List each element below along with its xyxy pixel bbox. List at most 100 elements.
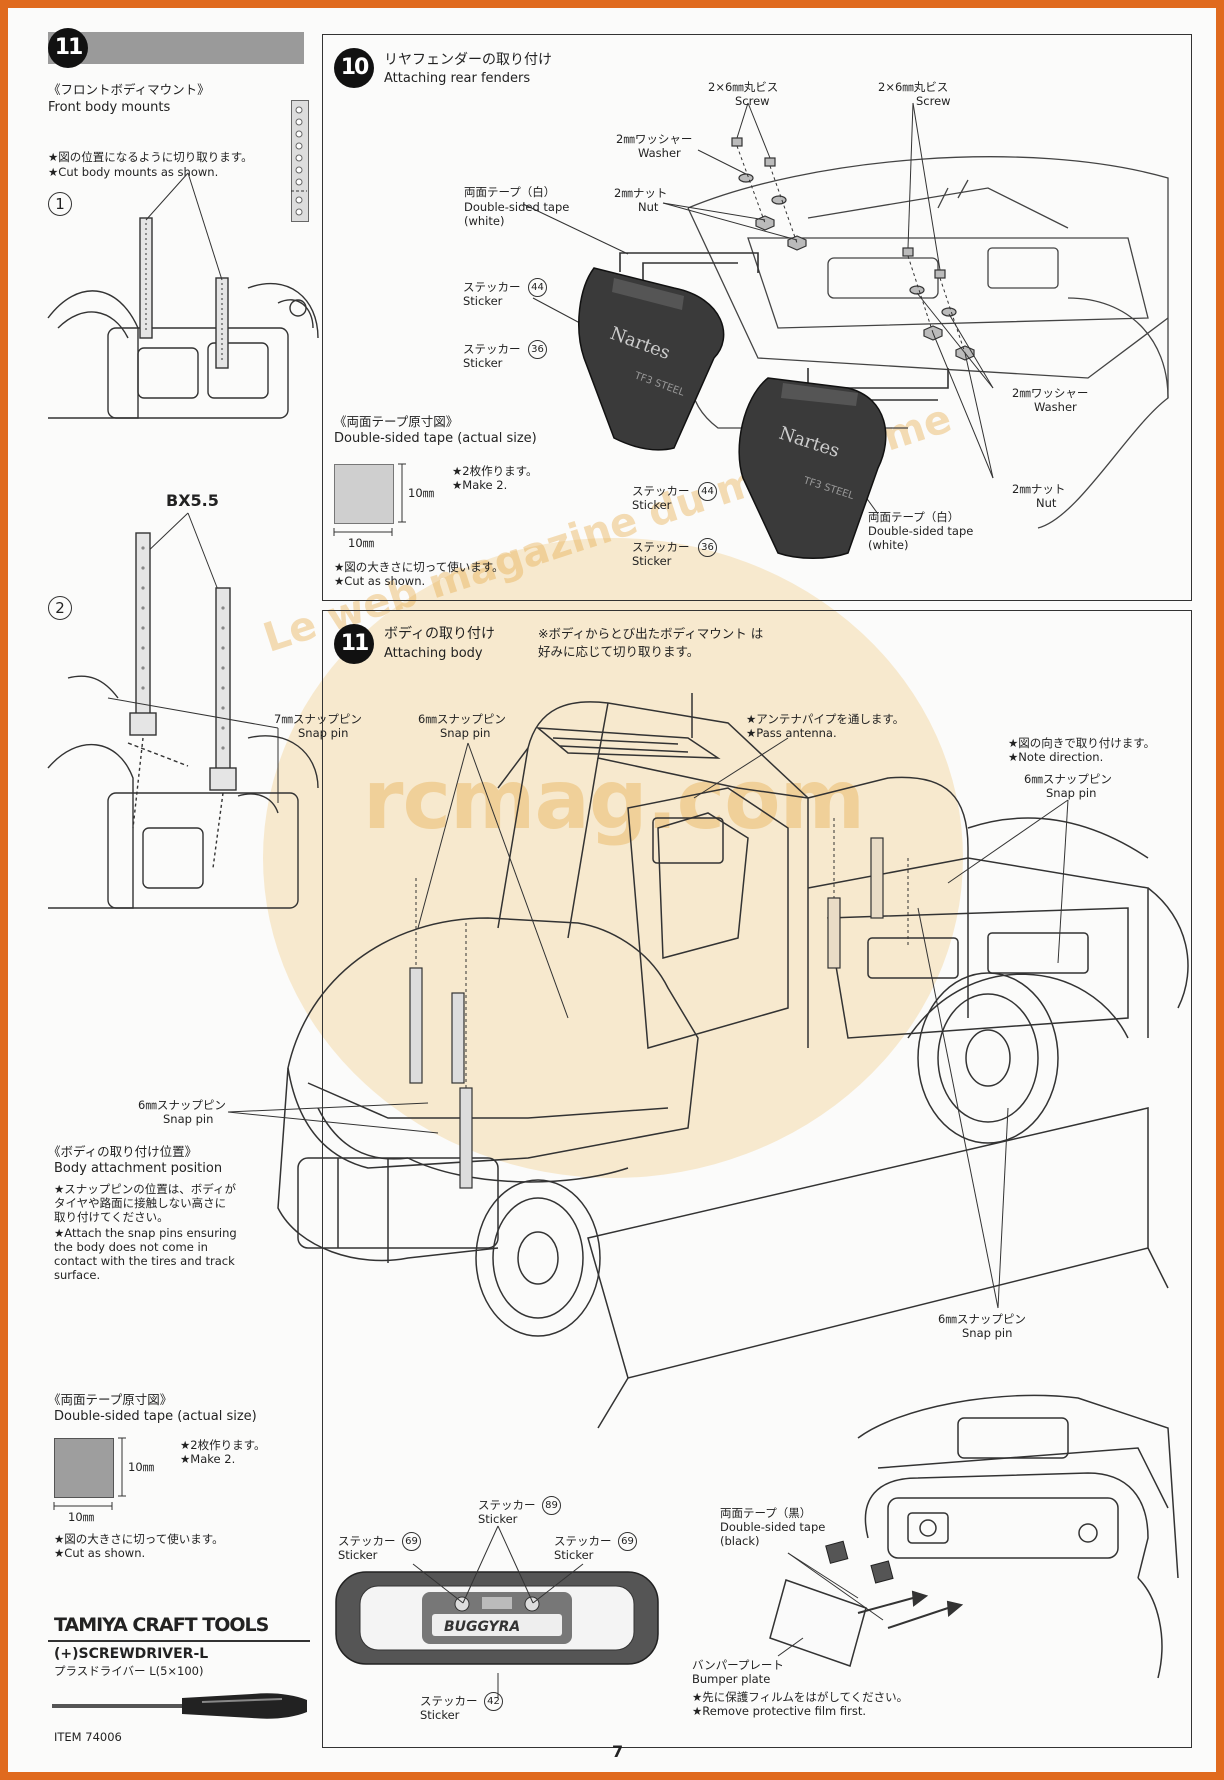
craft-tools-rule xyxy=(48,1640,310,1642)
bumper-plate-jp: バンパープレート xyxy=(692,1658,784,1672)
screw-label-right-jp: 2×6㎜丸ビス xyxy=(878,80,949,94)
step10-number: 10 xyxy=(334,48,374,88)
nut-label-right-en: Nut xyxy=(1036,496,1057,510)
front-mounts-illustration-1 xyxy=(47,217,319,419)
washer-label-top-en: Washer xyxy=(638,146,681,160)
sticker36-top-jp: ステッカー xyxy=(463,342,521,356)
direction-note-jp: ★図の向きで取り付けます。 xyxy=(1008,736,1156,750)
step10-tape-title-jp: 《両面テープ原寸図》 xyxy=(334,414,459,429)
left-tape-square xyxy=(54,1438,114,1498)
step10-title-en: Attaching rear fenders xyxy=(384,71,531,86)
bumper-plate-en: Bumper plate xyxy=(692,1672,771,1686)
left-tape-cut-jp: ★図の大きさに切って使います。 xyxy=(54,1532,224,1546)
step11-note-jp-2: 好みに応じて切り取ります。 xyxy=(538,644,700,659)
attach-pos-title-jp: 《ボディの取り付け位置》 xyxy=(48,1144,198,1159)
attach-note-en-2: the body does not come in xyxy=(54,1240,208,1254)
attach-note-jp-3: 取り付けてください。 xyxy=(54,1210,169,1224)
antenna-note-jp: ★アンテナパイプを通します。 xyxy=(746,712,905,726)
watermark-disc xyxy=(263,538,963,1178)
bumper-sticker-illustration: BUGGYRA xyxy=(335,1571,659,1665)
film-note-jp: ★先に保護フィルムをはがしてください。 xyxy=(692,1690,909,1704)
snap6-top-right-jp: 6㎜スナップピン xyxy=(1024,772,1112,786)
sticker44-top-num: 44 xyxy=(528,278,547,297)
svg-text:BUGGYRA: BUGGYRA xyxy=(444,1619,520,1635)
attach-note-en-1: ★Attach the snap pins ensuring xyxy=(54,1226,237,1240)
substep-1: 1 xyxy=(48,192,72,216)
snap6-top-left-en: Snap pin xyxy=(440,726,491,740)
tape-black-jp: 両面テープ（黒） xyxy=(720,1506,812,1520)
sticker42-en: Sticker xyxy=(420,1708,460,1722)
tool-name-jp: プラスドライバー L(5×100) xyxy=(54,1664,204,1678)
tape-white-top-jp: 両面テープ（白） xyxy=(464,185,556,199)
step10-tape-height: 10㎜ xyxy=(408,486,435,500)
snap-pin-7mm-jp: 7㎜スナップピン xyxy=(274,712,362,726)
sticker69-left-jp: ステッカー xyxy=(338,1534,396,1548)
craft-tools-brand: TAMIYA CRAFT TOOLS xyxy=(54,1614,269,1636)
rear-fender-right: Nartes TF3 STEEL xyxy=(738,377,887,559)
washer-label-right-jp: 2㎜ワッシャー xyxy=(1012,386,1089,400)
sticker42-num: 42 xyxy=(484,1692,503,1711)
left-tape-dimension-lines xyxy=(53,1437,126,1510)
step11-title-en: Attaching body xyxy=(384,646,483,661)
attach-note-en-4: surface. xyxy=(54,1268,101,1282)
sticker69-left-num: 69 xyxy=(402,1532,421,1551)
left-header-bar xyxy=(48,32,304,64)
front-mounts-title-en: Front body mounts xyxy=(48,100,171,115)
watermark-main: rcmag.com xyxy=(363,753,865,848)
nut-label-top-en: Nut xyxy=(638,200,659,214)
screw-label-left-jp: 2×6㎜丸ビス xyxy=(708,80,779,94)
sticker36-bottom-num: 36 xyxy=(698,538,717,557)
screw-label-right-en: Screw xyxy=(916,94,951,108)
sticker89-en: Sticker xyxy=(478,1512,518,1526)
step10-tape-width: 10㎜ xyxy=(348,536,375,550)
step10-panel xyxy=(322,34,1192,601)
bx-label: BX5.5 xyxy=(166,491,219,510)
left-tape-cut-en: ★Cut as shown. xyxy=(54,1546,146,1560)
step11-panel xyxy=(322,610,1192,1748)
sticker69-right-jp: ステッカー xyxy=(554,1534,612,1548)
left-tape-make-en: ★Make 2. xyxy=(180,1452,236,1466)
left-step-number: 11 xyxy=(48,28,88,68)
screw-label-left-en: Screw xyxy=(735,94,770,108)
attach-note-en-3: contact with the tires and track xyxy=(54,1254,235,1268)
truck-body-illustration xyxy=(277,693,1189,1429)
left-snap-6mm-jp: 6㎜スナップピン xyxy=(138,1098,226,1112)
substep-2: 2 xyxy=(48,596,72,620)
attach-pos-title-en: Body attachment position xyxy=(54,1161,223,1176)
sticker36-top-num: 36 xyxy=(528,340,547,359)
sticker44-bottom-jp: ステッカー xyxy=(632,484,690,498)
washer-label-top-jp: 2㎜ワッシャー xyxy=(616,132,693,146)
tape-white-bottom-en-2: (white) xyxy=(868,538,909,552)
sticker36-top-en: Sticker xyxy=(463,356,503,370)
sticker69-right-en: Sticker xyxy=(554,1548,594,1562)
sticker44-top-en: Sticker xyxy=(463,294,503,308)
sticker36-bottom-en: Sticker xyxy=(632,554,672,568)
step11-note-jp-1: ※ボディからとび出たボディマウント は xyxy=(538,626,764,641)
sticker44-top-jp: ステッカー xyxy=(463,280,521,294)
sticker69-right-num: 69 xyxy=(618,1532,637,1551)
bumper-arrows xyxy=(777,1552,964,1657)
step11-title-jp: ボディの取り付け xyxy=(384,626,496,642)
bumper-sticker-leaders xyxy=(412,1525,584,1698)
front-mounts-illustration-2 xyxy=(47,532,319,909)
left-tape-width: 10㎜ xyxy=(68,1510,95,1524)
left-tape-title-en: Double-sided tape (actual size) xyxy=(54,1409,257,1424)
attach-note-jp-1: ★スナップピンの位置は、ボディが xyxy=(54,1182,237,1196)
step10-tape-cut-jp: ★図の大きさに切って使います。 xyxy=(334,560,504,574)
tape-white-top-en-2: (white) xyxy=(464,214,505,228)
tape-black-en-2: (black) xyxy=(720,1534,760,1548)
sticker44-bottom-num: 44 xyxy=(698,482,717,501)
step10-tape-square xyxy=(334,464,394,524)
screwdriver-illustration xyxy=(52,1693,307,1719)
step10-tape-make-en: ★Make 2. xyxy=(452,478,508,492)
rear-fender-left: Nartes TF3 STEEL xyxy=(578,267,725,451)
antenna-note-en: ★Pass antenna. xyxy=(746,726,837,740)
sticker89-jp: ステッカー xyxy=(478,1498,536,1512)
snap-pin-7mm-en: Snap pin xyxy=(298,726,349,740)
film-note-en: ★Remove protective film first. xyxy=(692,1704,867,1718)
tape-white-top-en-1: Double-sided tape xyxy=(464,200,570,214)
step11-leader-lines xyxy=(227,737,1069,1309)
step10-title-jp: リヤフェンダーの取り付け xyxy=(384,52,552,68)
tape-white-bottom-en-1: Double-sided tape xyxy=(868,524,974,538)
sticker69-left-en: Sticker xyxy=(338,1548,378,1562)
